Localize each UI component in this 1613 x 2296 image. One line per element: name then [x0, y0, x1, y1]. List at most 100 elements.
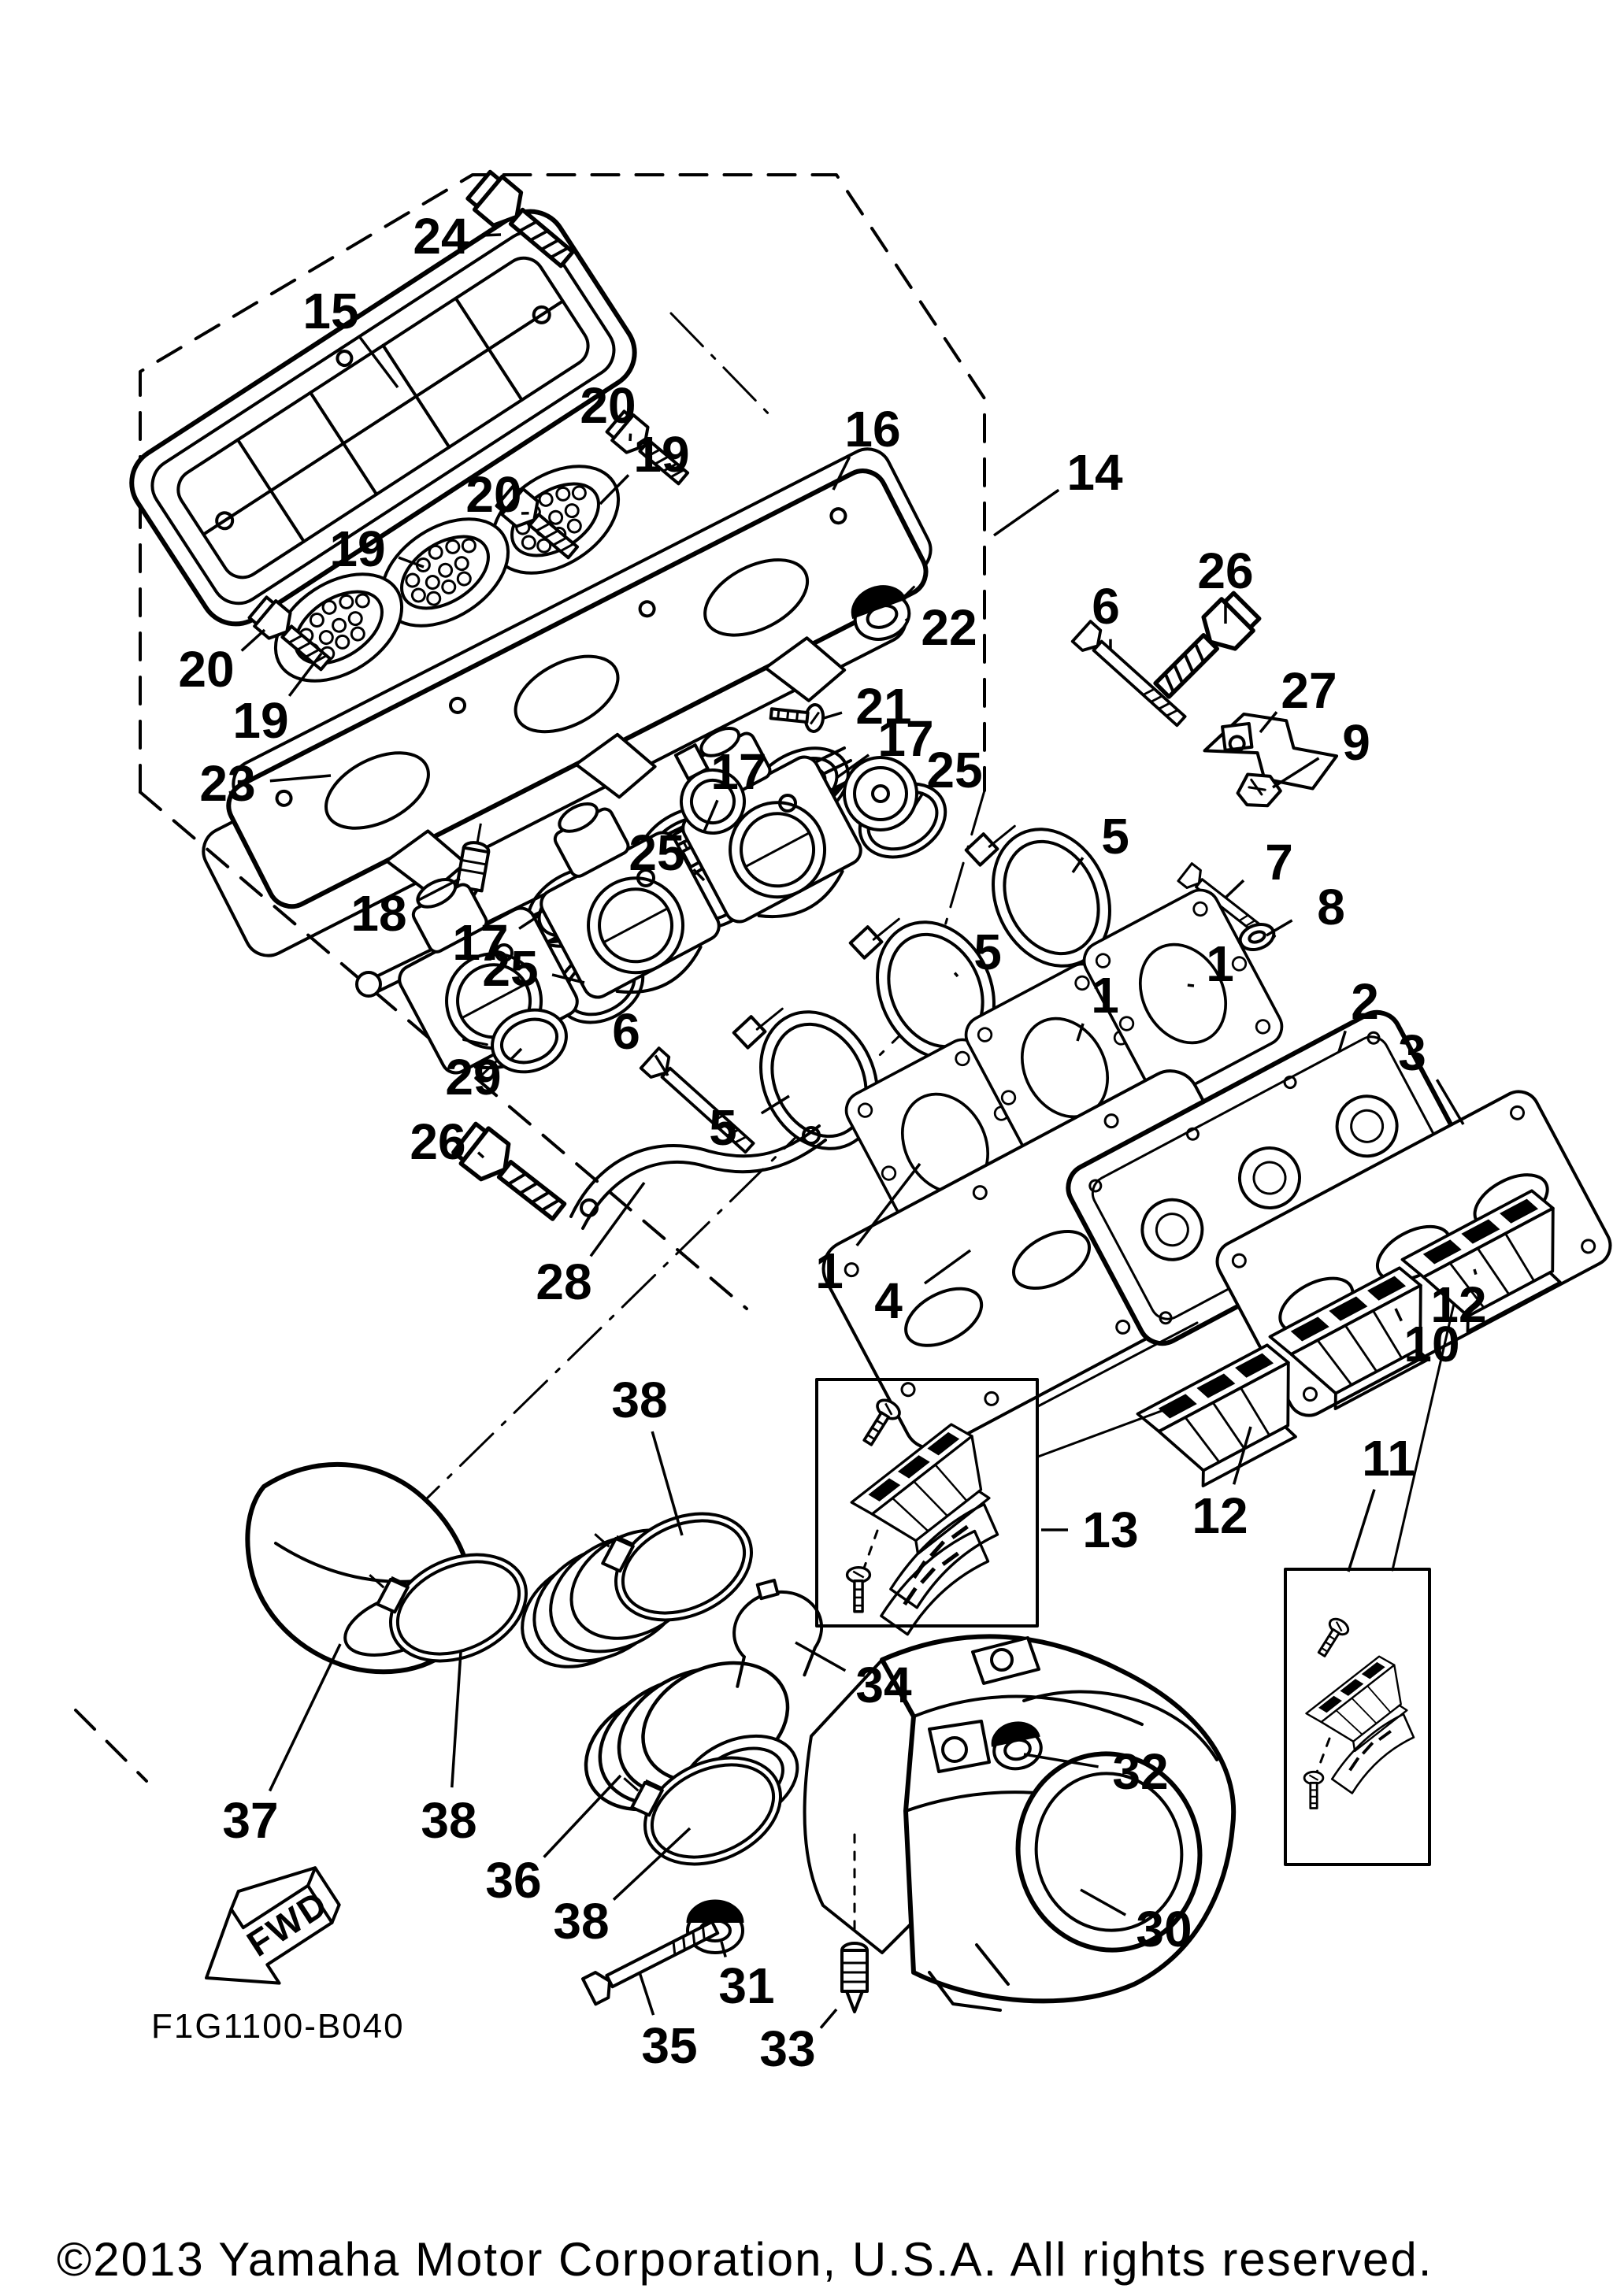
- fwd-arrow: FWD: [205, 1866, 341, 1985]
- callout-leader-19: [287, 652, 323, 697]
- callout-leader-35: [638, 1972, 655, 2016]
- callout-label-37: 37: [222, 1792, 278, 1849]
- part-filter-case-16: [226, 447, 933, 909]
- callout-label-23: 23: [199, 755, 255, 812]
- callout-leader-23: [269, 774, 332, 783]
- callout-leader-11: [1347, 1489, 1376, 1572]
- callout-label-5: 5: [709, 1099, 737, 1156]
- callout-label-29: 29: [445, 1049, 501, 1105]
- callout-leader-2: [1337, 1030, 1347, 1053]
- sensor-18: [455, 823, 491, 911]
- callout-label-1: 1: [1091, 967, 1119, 1024]
- callout-leader-8: [1266, 919, 1293, 937]
- clamp-34: [732, 1579, 824, 1688]
- callout-leader-19: [398, 556, 425, 568]
- callout-leader-38: [651, 1431, 684, 1536]
- copyright-text: ©2013 Yamaha Motor Corporation, U.S.A. A…: [57, 2233, 1433, 2286]
- callout-label-1: 1: [1206, 935, 1234, 992]
- callout-label-20: 20: [465, 466, 521, 523]
- part-flame-arrestor-cover: [129, 209, 637, 627]
- callout-label-19: 19: [232, 692, 288, 749]
- callout-label-15: 15: [302, 283, 358, 339]
- clip-9: [1236, 772, 1282, 808]
- callout-label-17: 17: [452, 914, 508, 971]
- callout-label-34: 34: [855, 1657, 912, 1713]
- callout-label-26: 26: [1197, 543, 1253, 599]
- callout-label-21: 21: [855, 678, 911, 735]
- callout-leader-19: [599, 474, 630, 505]
- callout-label-3: 3: [1398, 1024, 1426, 1081]
- callout-leader-7: [1224, 879, 1245, 899]
- callout-label-26: 26: [410, 1113, 465, 1170]
- grommet-22: [844, 577, 918, 649]
- mount-32: [928, 1720, 1043, 1773]
- callout-leader-25: [912, 791, 925, 809]
- callout-leader-28: [589, 1181, 646, 1257]
- screw-21: [768, 698, 826, 735]
- part-intake-manifold-2: [1066, 1009, 1474, 1346]
- callout-leader-9: [1272, 757, 1320, 789]
- callout-leader-17: [835, 754, 870, 780]
- callout-label-30: 30: [1136, 1901, 1192, 1957]
- callout-label-22: 22: [921, 599, 977, 656]
- callout-label-6: 6: [1092, 578, 1120, 635]
- callout-label-27: 27: [1281, 662, 1337, 719]
- callout-label-19: 19: [633, 426, 689, 483]
- callout-leader-25: [692, 868, 706, 882]
- callout-label-28: 28: [536, 1254, 591, 1310]
- bolt-26a: [1147, 590, 1263, 705]
- callout-leader-12: [1473, 1268, 1478, 1276]
- callout-leader-38: [612, 1827, 692, 1901]
- callout-leader-4: [923, 1249, 972, 1285]
- callout-label-7: 7: [1265, 834, 1293, 891]
- callout-label-10: 10: [1403, 1316, 1459, 1372]
- callout-leader-5: [1071, 857, 1085, 873]
- callout-leader-10: [1394, 1308, 1403, 1322]
- bolt-6b: [639, 1046, 760, 1160]
- callout-label-20: 20: [580, 377, 636, 434]
- callout-leader-37: [268, 1643, 342, 1792]
- callout-label-2: 2: [1351, 973, 1379, 1030]
- callout-label-12: 12: [1430, 1276, 1486, 1333]
- callout-leader-17: [518, 914, 540, 930]
- callout-label-25: 25: [629, 824, 684, 881]
- bracket-27: [1203, 712, 1339, 791]
- callout-leader-33: [819, 2008, 838, 2029]
- callout-leader-5: [760, 1094, 790, 1115]
- callout-leader-17: [703, 799, 719, 832]
- callout-label-38: 38: [553, 1893, 609, 1950]
- callout-label-25: 25: [482, 940, 538, 997]
- callout-label-20: 20: [178, 641, 234, 698]
- callout-label-5: 5: [973, 924, 1002, 980]
- callout-leader-14: [992, 488, 1060, 537]
- callout-leader-3: [1435, 1079, 1465, 1125]
- anchor-33: [840, 1833, 869, 2013]
- detail-inset-box-13: [815, 1321, 1199, 1640]
- callout-leader-38: [451, 1651, 462, 1788]
- callout-leader-29: [509, 1047, 523, 1061]
- detail-inset-box-11: [1284, 1302, 1455, 1866]
- callout-label-11: 11: [1362, 1430, 1415, 1487]
- callout-label-18: 18: [350, 885, 406, 942]
- bracket-28: [569, 1124, 827, 1230]
- callout-label-24: 24: [413, 208, 469, 265]
- callout-leader-20: [629, 433, 632, 442]
- callout-leader-18: [417, 877, 461, 902]
- callout-leader-16: [832, 456, 851, 491]
- callout-label-38: 38: [421, 1792, 476, 1849]
- callout-leader-1: [1187, 983, 1195, 987]
- callout-leader-30: [1080, 1888, 1127, 1916]
- bolt-26b: [451, 1120, 573, 1229]
- callout-label-16: 16: [844, 401, 900, 457]
- callout-label-4: 4: [874, 1272, 903, 1329]
- callout-leader-5: [953, 972, 959, 978]
- callout-leader-21: [823, 711, 843, 720]
- clamp-29: [462, 1008, 568, 1079]
- callout-label-19: 19: [329, 520, 385, 577]
- callout-label-13: 13: [1082, 1502, 1138, 1558]
- callout-leader-6: [654, 1054, 669, 1076]
- callout-label-6: 6: [612, 1003, 640, 1060]
- diagram-code: F1G1100-B040: [151, 2007, 405, 2046]
